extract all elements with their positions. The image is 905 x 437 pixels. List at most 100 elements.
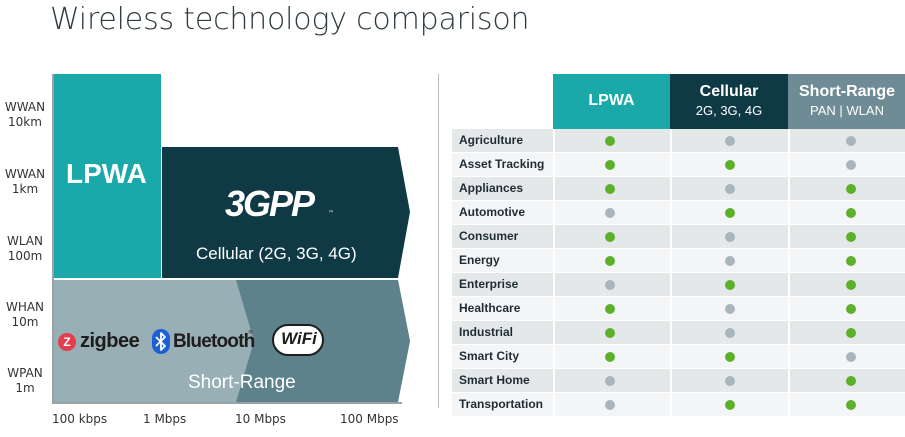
column-separator [670, 153, 672, 176]
column-separator [553, 225, 555, 248]
unsupported-dot-icon [846, 136, 856, 146]
column-separator [788, 249, 790, 272]
row-label: Agriculture [459, 133, 524, 147]
supported-dot-icon [725, 208, 735, 218]
unsupported-dot-icon [725, 256, 735, 266]
unsupported-dot-icon [725, 304, 735, 314]
supported-dot-icon [725, 160, 735, 170]
table-row: Smart Home [452, 369, 905, 392]
column-separator [553, 345, 555, 368]
bluetooth-rune-icon [155, 332, 166, 351]
column-separator [788, 129, 790, 152]
supported-dot-icon [605, 136, 615, 146]
page-title: Wireless technology comparison [50, 2, 530, 37]
supported-dot-icon [846, 208, 856, 218]
y-label-wpan-1m: WPAN 1m [7, 366, 43, 395]
table-row: Enterprise [452, 273, 905, 296]
zigbee-logo: zigbee [80, 330, 140, 352]
column-separator [670, 393, 672, 416]
y-label-wlan-100m: WLAN 100m [6, 234, 43, 263]
column-separator [788, 393, 790, 416]
column-separator [553, 273, 555, 296]
short-range-label: Short-Range [188, 372, 296, 393]
lpwa-label: LPWA [66, 158, 147, 189]
supported-dot-icon [605, 184, 615, 194]
x-axis [52, 402, 402, 404]
x-label-10mbps: 10 Mbps [235, 412, 286, 426]
bluetooth-trademark-icon: ® [248, 330, 253, 336]
column-separator [788, 201, 790, 224]
supported-dot-icon [725, 280, 735, 290]
unsupported-dot-icon [725, 232, 735, 242]
3gpp-logo: 3GPP [225, 183, 315, 224]
column-separator [670, 177, 672, 200]
column-separator [670, 129, 672, 152]
row-label: Smart City [459, 349, 520, 363]
column-separator [670, 345, 672, 368]
column-separator [788, 345, 790, 368]
column-separator [553, 369, 555, 392]
column-separator [553, 249, 555, 272]
supported-dot-icon [846, 256, 856, 266]
column-header-cellular: Cellular 2G, 3G, 4G [670, 74, 788, 129]
column-separator [670, 201, 672, 224]
unsupported-dot-icon [725, 136, 735, 146]
column-separator [788, 273, 790, 296]
column-separator [670, 249, 672, 272]
zigbee-icon: Z [58, 333, 76, 351]
unsupported-dot-icon [605, 376, 615, 386]
column-separator [788, 297, 790, 320]
table-row: Consumer [452, 225, 905, 248]
row-label: Consumer [459, 229, 519, 243]
column-header-lpwa: LPWA [553, 74, 670, 129]
supported-dot-icon [846, 328, 856, 338]
column-separator [553, 297, 555, 320]
column-separator [670, 297, 672, 320]
bluetooth-icon [152, 329, 170, 354]
row-label: Smart Home [459, 373, 530, 387]
table-row: Appliances [452, 177, 905, 200]
column-separator [788, 153, 790, 176]
y-axis [52, 74, 54, 404]
row-label: Transportation [459, 397, 544, 411]
unsupported-dot-icon [605, 400, 615, 410]
unsupported-dot-icon [605, 280, 615, 290]
column-separator [788, 369, 790, 392]
unsupported-dot-icon [846, 352, 856, 362]
column-separator [553, 153, 555, 176]
unsupported-dot-icon [846, 160, 856, 170]
column-separator [553, 201, 555, 224]
column-separator [553, 393, 555, 416]
x-label-1mbps: 1 Mbps [143, 412, 187, 426]
column-separator [553, 177, 555, 200]
column-separator [670, 321, 672, 344]
table-row: Automotive [452, 201, 905, 224]
column-separator [788, 225, 790, 248]
row-label: Automotive [459, 205, 525, 219]
supported-dot-icon [605, 352, 615, 362]
wifi-logo-badge [272, 324, 324, 356]
supported-dot-icon [846, 280, 856, 290]
bluetooth-logo: Bluetooth [173, 331, 255, 352]
lpwa-region [54, 74, 161, 278]
row-label: Asset Tracking [459, 157, 545, 171]
section-divider [438, 74, 439, 408]
supported-dot-icon [605, 304, 615, 314]
range-throughput-diagram: WWAN 10km WWAN 1km WLAN 100m WHAN 10m WP… [0, 0, 430, 437]
supported-dot-icon [725, 400, 735, 410]
table-row: Healthcare [452, 297, 905, 320]
unsupported-dot-icon [725, 376, 735, 386]
supported-dot-icon [605, 160, 615, 170]
column-separator [788, 177, 790, 200]
y-label-wwan-10km: WWAN 10km [4, 100, 46, 129]
table-row: Transportation [452, 393, 905, 416]
x-label-100kbps: 100 kbps [52, 412, 108, 426]
cellular-arrow [162, 147, 410, 278]
supported-dot-icon [846, 232, 856, 242]
supported-dot-icon [605, 256, 615, 266]
table-row: Energy [452, 249, 905, 272]
unsupported-dot-icon [605, 208, 615, 218]
supported-dot-icon [846, 376, 856, 386]
wifi-logo: WiFi [281, 329, 317, 348]
supported-dot-icon [846, 184, 856, 194]
